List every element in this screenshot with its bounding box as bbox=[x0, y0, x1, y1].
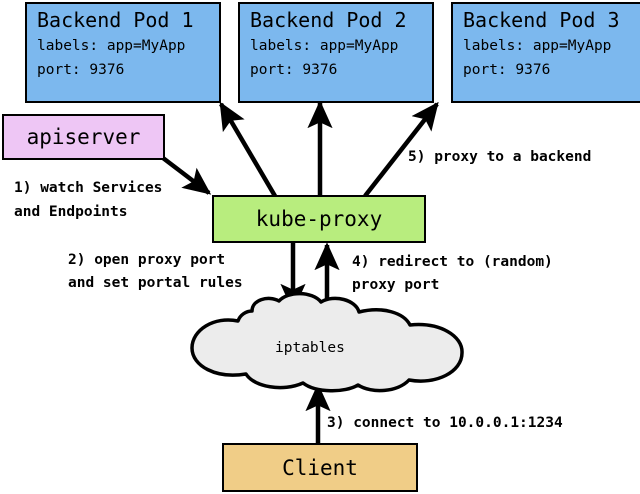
iptables-label: iptables bbox=[275, 340, 345, 356]
pod-3-labels: labels: app=MyApp bbox=[463, 38, 612, 54]
edge-apiserver-to-kubeproxy bbox=[161, 156, 212, 195]
pod-3-title: Backend Pod 3 bbox=[463, 8, 620, 32]
kube-proxy-label: kube-proxy bbox=[255, 207, 383, 231]
step-1-line-1: 1) watch Services bbox=[14, 180, 163, 196]
backend-pod-2[interactable]: Backend Pod 2 labels: app=MyApp port: 93… bbox=[238, 2, 434, 103]
step-3-label: 3) connect to 10.0.0.1:1234 bbox=[327, 415, 563, 431]
step-4-line-2: proxy port bbox=[352, 277, 440, 293]
client-node[interactable]: Client bbox=[222, 443, 418, 492]
apiserver-node[interactable]: apiserver bbox=[2, 114, 165, 160]
pod-2-title: Backend Pod 2 bbox=[250, 8, 407, 32]
pod-1-labels: labels: app=MyApp bbox=[37, 38, 186, 54]
step-4-line-1: 4) redirect to (random) bbox=[352, 254, 553, 270]
pod-1-title: Backend Pod 1 bbox=[37, 8, 194, 32]
backend-pod-1[interactable]: Backend Pod 1 labels: app=MyApp port: 93… bbox=[25, 2, 221, 103]
pod-1-port: port: 9376 bbox=[37, 62, 125, 78]
apiserver-label: apiserver bbox=[26, 125, 141, 149]
step-1-line-2: and Endpoints bbox=[14, 204, 128, 220]
pod-3-port: port: 9376 bbox=[463, 62, 551, 78]
kube-proxy-node[interactable]: kube-proxy bbox=[212, 195, 426, 243]
step-2-line-1: 2) open proxy port bbox=[68, 252, 226, 268]
pod-2-port: port: 9376 bbox=[250, 62, 338, 78]
pod-2-labels: labels: app=MyApp bbox=[250, 38, 399, 54]
client-label: Client bbox=[282, 455, 358, 480]
step-5-label: 5) proxy to a backend bbox=[408, 149, 592, 165]
edge-kubeproxy-to-pod-1 bbox=[219, 101, 277, 198]
backend-pod-3[interactable]: Backend Pod 3 labels: app=MyApp port: 93… bbox=[451, 2, 640, 103]
step-2-line-2: and set portal rules bbox=[68, 275, 243, 291]
